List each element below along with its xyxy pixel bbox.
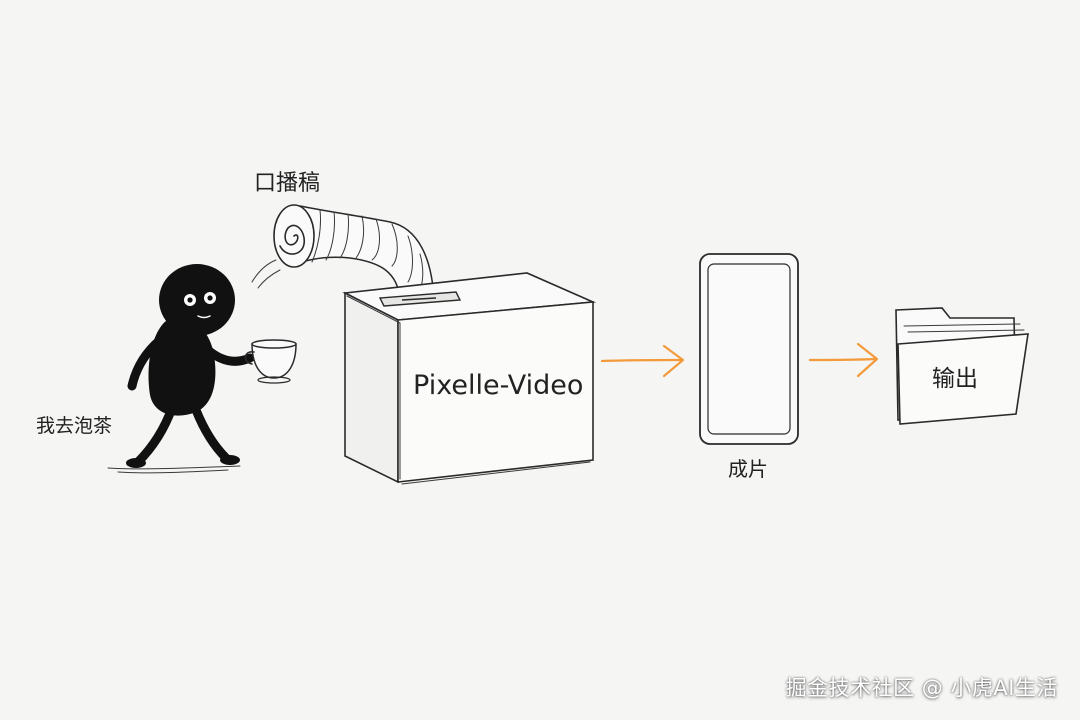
- script-label: 口播稿: [254, 171, 320, 196]
- phone-label: 成片: [728, 457, 768, 481]
- arrow-icon: [600, 344, 685, 378]
- character-label: 我去泡茶: [36, 415, 112, 437]
- motion-lines: [251, 259, 281, 289]
- watermark: 掘金技术社区 @ 小虎AI生活: [785, 676, 1058, 700]
- scroll-icon: [273, 204, 435, 301]
- phone-icon: [699, 253, 799, 445]
- machine-label: Pixelle-Video: [413, 370, 583, 401]
- folder-label: 输出: [932, 366, 978, 392]
- arrow-icon: [808, 342, 879, 378]
- folder-icon: [895, 307, 1029, 425]
- pixelle-video-box: [342, 272, 597, 485]
- character-figure: [107, 264, 255, 474]
- teacup-icon: [244, 339, 297, 384]
